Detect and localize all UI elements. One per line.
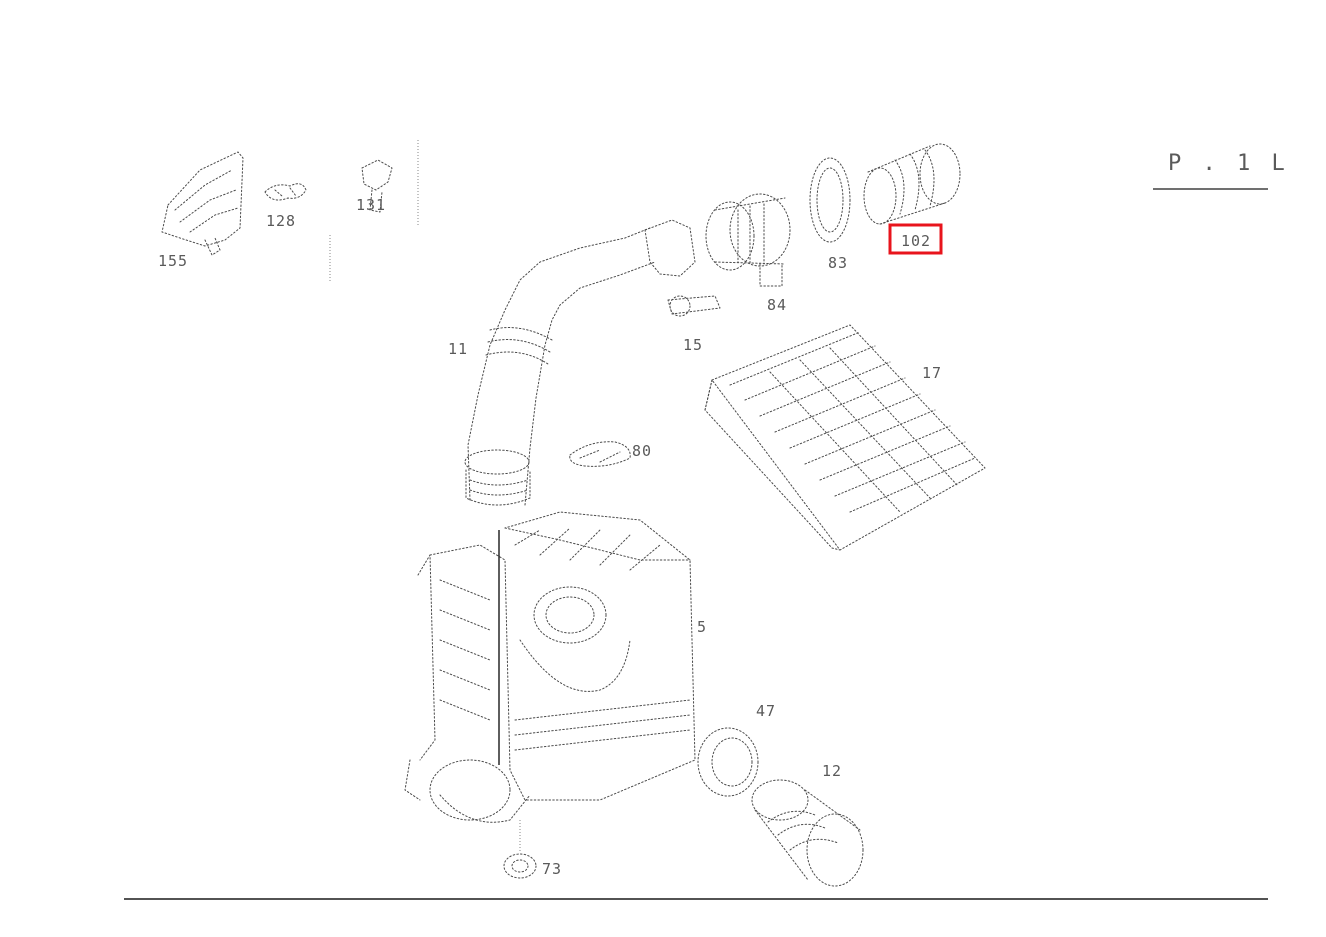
callout-5: 5 xyxy=(697,618,707,636)
part-102-corrugated-sleeve[interactable] xyxy=(863,143,961,225)
part-128-clip[interactable] xyxy=(264,183,307,201)
selected-callout-highlight xyxy=(888,223,943,255)
part-12-bellows[interactable] xyxy=(751,779,864,887)
callout-11: 11 xyxy=(448,340,468,358)
part-73-grommet[interactable] xyxy=(503,820,537,879)
part-15-clamp-screw[interactable] xyxy=(644,219,721,317)
part-80-mount[interactable] xyxy=(569,441,631,467)
part-155-bracket[interactable] xyxy=(161,151,244,256)
part-84-air-mass-sensor[interactable] xyxy=(705,193,791,287)
callout-102[interactable]: 102 xyxy=(901,232,931,250)
callout-80: 80 xyxy=(632,442,652,460)
part-131-fastener[interactable] xyxy=(361,159,393,213)
part-5-filter-housing[interactable] xyxy=(404,511,696,823)
callout-12: 12 xyxy=(822,762,842,780)
callout-15: 15 xyxy=(683,336,703,354)
callout-84: 84 xyxy=(767,296,787,314)
callout-131: 131 xyxy=(356,196,386,214)
callout-17: 17 xyxy=(922,364,942,382)
callout-83: 83 xyxy=(828,254,848,272)
callout-155: 155 xyxy=(158,252,188,270)
callout-128: 128 xyxy=(266,212,296,230)
part-11-intake-hose[interactable] xyxy=(464,227,656,506)
page-code: P . 1 L xyxy=(1168,151,1289,176)
callout-47: 47 xyxy=(756,702,776,720)
part-17-filter-element[interactable] xyxy=(704,324,986,551)
part-47-ring[interactable] xyxy=(697,727,759,797)
part-83-seal-ring[interactable] xyxy=(809,157,851,243)
callout-73: 73 xyxy=(542,860,562,878)
